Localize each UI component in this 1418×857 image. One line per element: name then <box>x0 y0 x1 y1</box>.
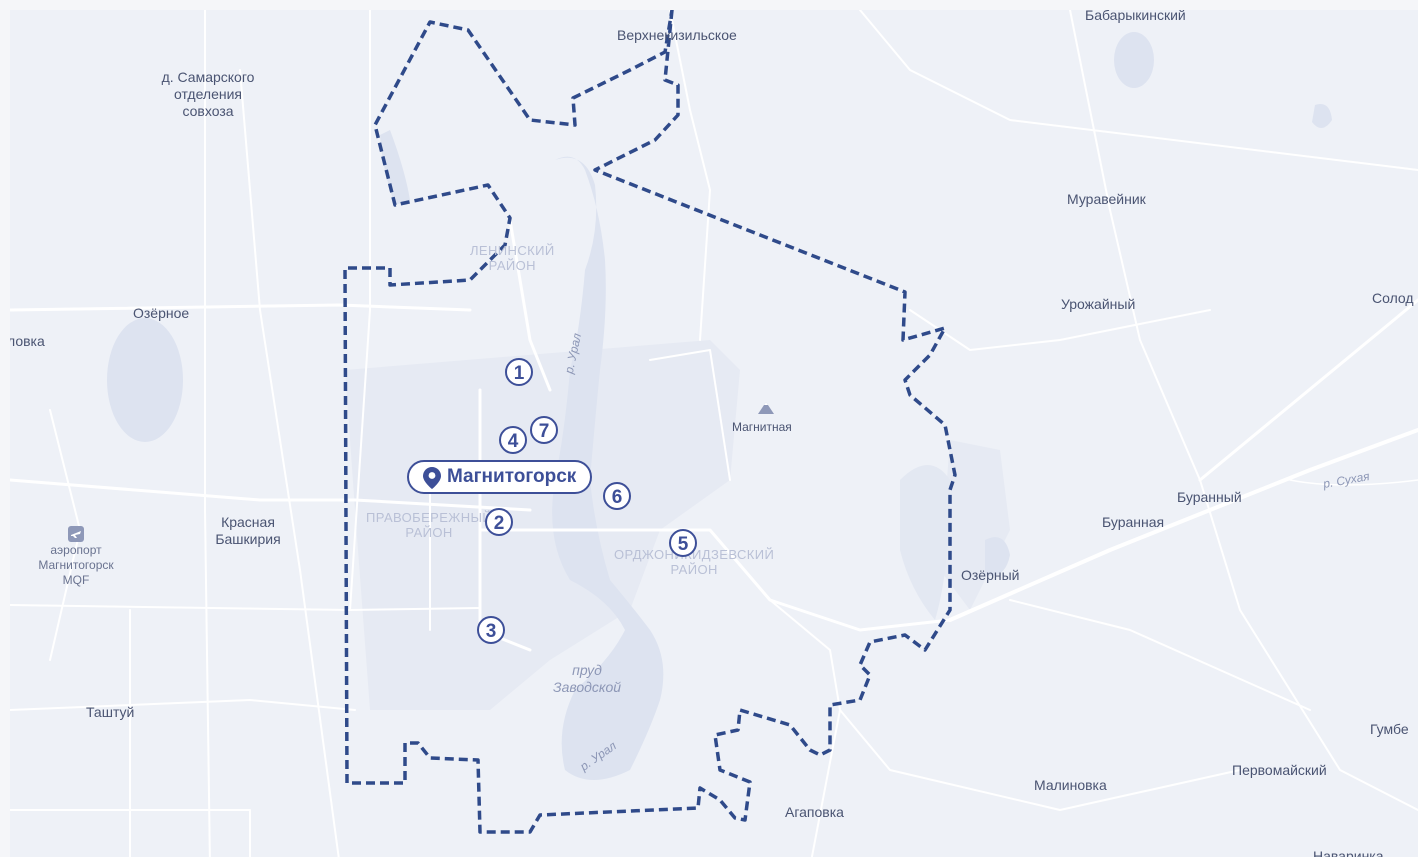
river-ural <box>552 156 664 780</box>
map-marker-3[interactable]: 3 <box>477 616 505 644</box>
place-airport: аэропорт Магнитогорск MQF <box>38 543 114 587</box>
mountain-icon <box>758 402 774 414</box>
lake-ozernoe <box>107 318 183 442</box>
lake-ozerny <box>985 537 1010 576</box>
map-marker-4[interactable]: 4 <box>499 426 527 454</box>
place-samarskoe: д. Самарского отделения совхоза <box>161 69 255 119</box>
place-verkhnekizilskoe: Верхнекизильское <box>617 27 737 43</box>
urban-area-city <box>345 340 740 710</box>
place-navarinka: Наваринка <box>1313 848 1384 857</box>
place-muraveinik: Муравейник <box>1067 191 1146 207</box>
map-marker-7[interactable]: 7 <box>530 416 558 444</box>
city-boundary <box>343 10 957 834</box>
city-name: Магнитогорск <box>447 466 577 487</box>
lake-babarykinsky <box>1114 32 1154 88</box>
map-marker-2[interactable]: 2 <box>485 508 513 536</box>
airplane-icon <box>68 526 84 542</box>
field-east <box>900 465 950 620</box>
place-ozernoe: Озёрное <box>133 305 190 321</box>
district-ordzhonikidzevsky: ОРДЖОНИКИДЗЕВСКИЙ РАЙОН <box>614 547 775 577</box>
map-marker-1[interactable]: 1 <box>505 358 533 386</box>
place-ozerny: Озёрный <box>961 567 1020 583</box>
place-malinovka: Малиновка <box>1034 777 1107 793</box>
map-pin-icon <box>423 467 441 489</box>
place-gumbe: Гумбе <box>1370 721 1409 737</box>
place-krasnaya-bashkiria: Красная Башкирия <box>215 514 281 547</box>
map-canvas[interactable]: Верхнекизильское Бабарыкинский д. Самарс… <box>10 10 1418 857</box>
map-marker-6[interactable]: 6 <box>603 482 631 510</box>
place-magnitnaya: Магнитная <box>732 420 792 434</box>
place-urozhainy: Урожайный <box>1061 296 1136 312</box>
place-solod: Солод <box>1372 290 1414 306</box>
district-leninsky: ЛЕНИНСКИЙ РАЙОН <box>470 243 555 273</box>
map-base-layer <box>10 10 1418 857</box>
place-agapovka: Агаповка <box>785 804 844 820</box>
city-label-magnitogorsk[interactable]: Магнитогорск <box>407 460 593 494</box>
water-pond-zavodskoy: пруд Заводской <box>553 662 622 695</box>
district-pravoberezhny: ПРАВОБЕРЕЖНЫЙ РАЙОН <box>366 510 493 540</box>
lake-small-ne <box>1312 104 1332 129</box>
place-pervomaisky: Первомайский <box>1232 762 1327 778</box>
place-burannyi: Буранный <box>1177 489 1242 505</box>
lake-north <box>380 130 410 205</box>
place-lovka: ловка <box>10 333 45 349</box>
place-babarykinsky: Бабарыкинский <box>1085 10 1186 23</box>
urban-area-ozerny <box>940 440 1010 610</box>
place-burannaya: Буранная <box>1102 514 1165 530</box>
place-tashtuy: Таштуй <box>86 704 135 720</box>
map-marker-5[interactable]: 5 <box>669 529 697 557</box>
